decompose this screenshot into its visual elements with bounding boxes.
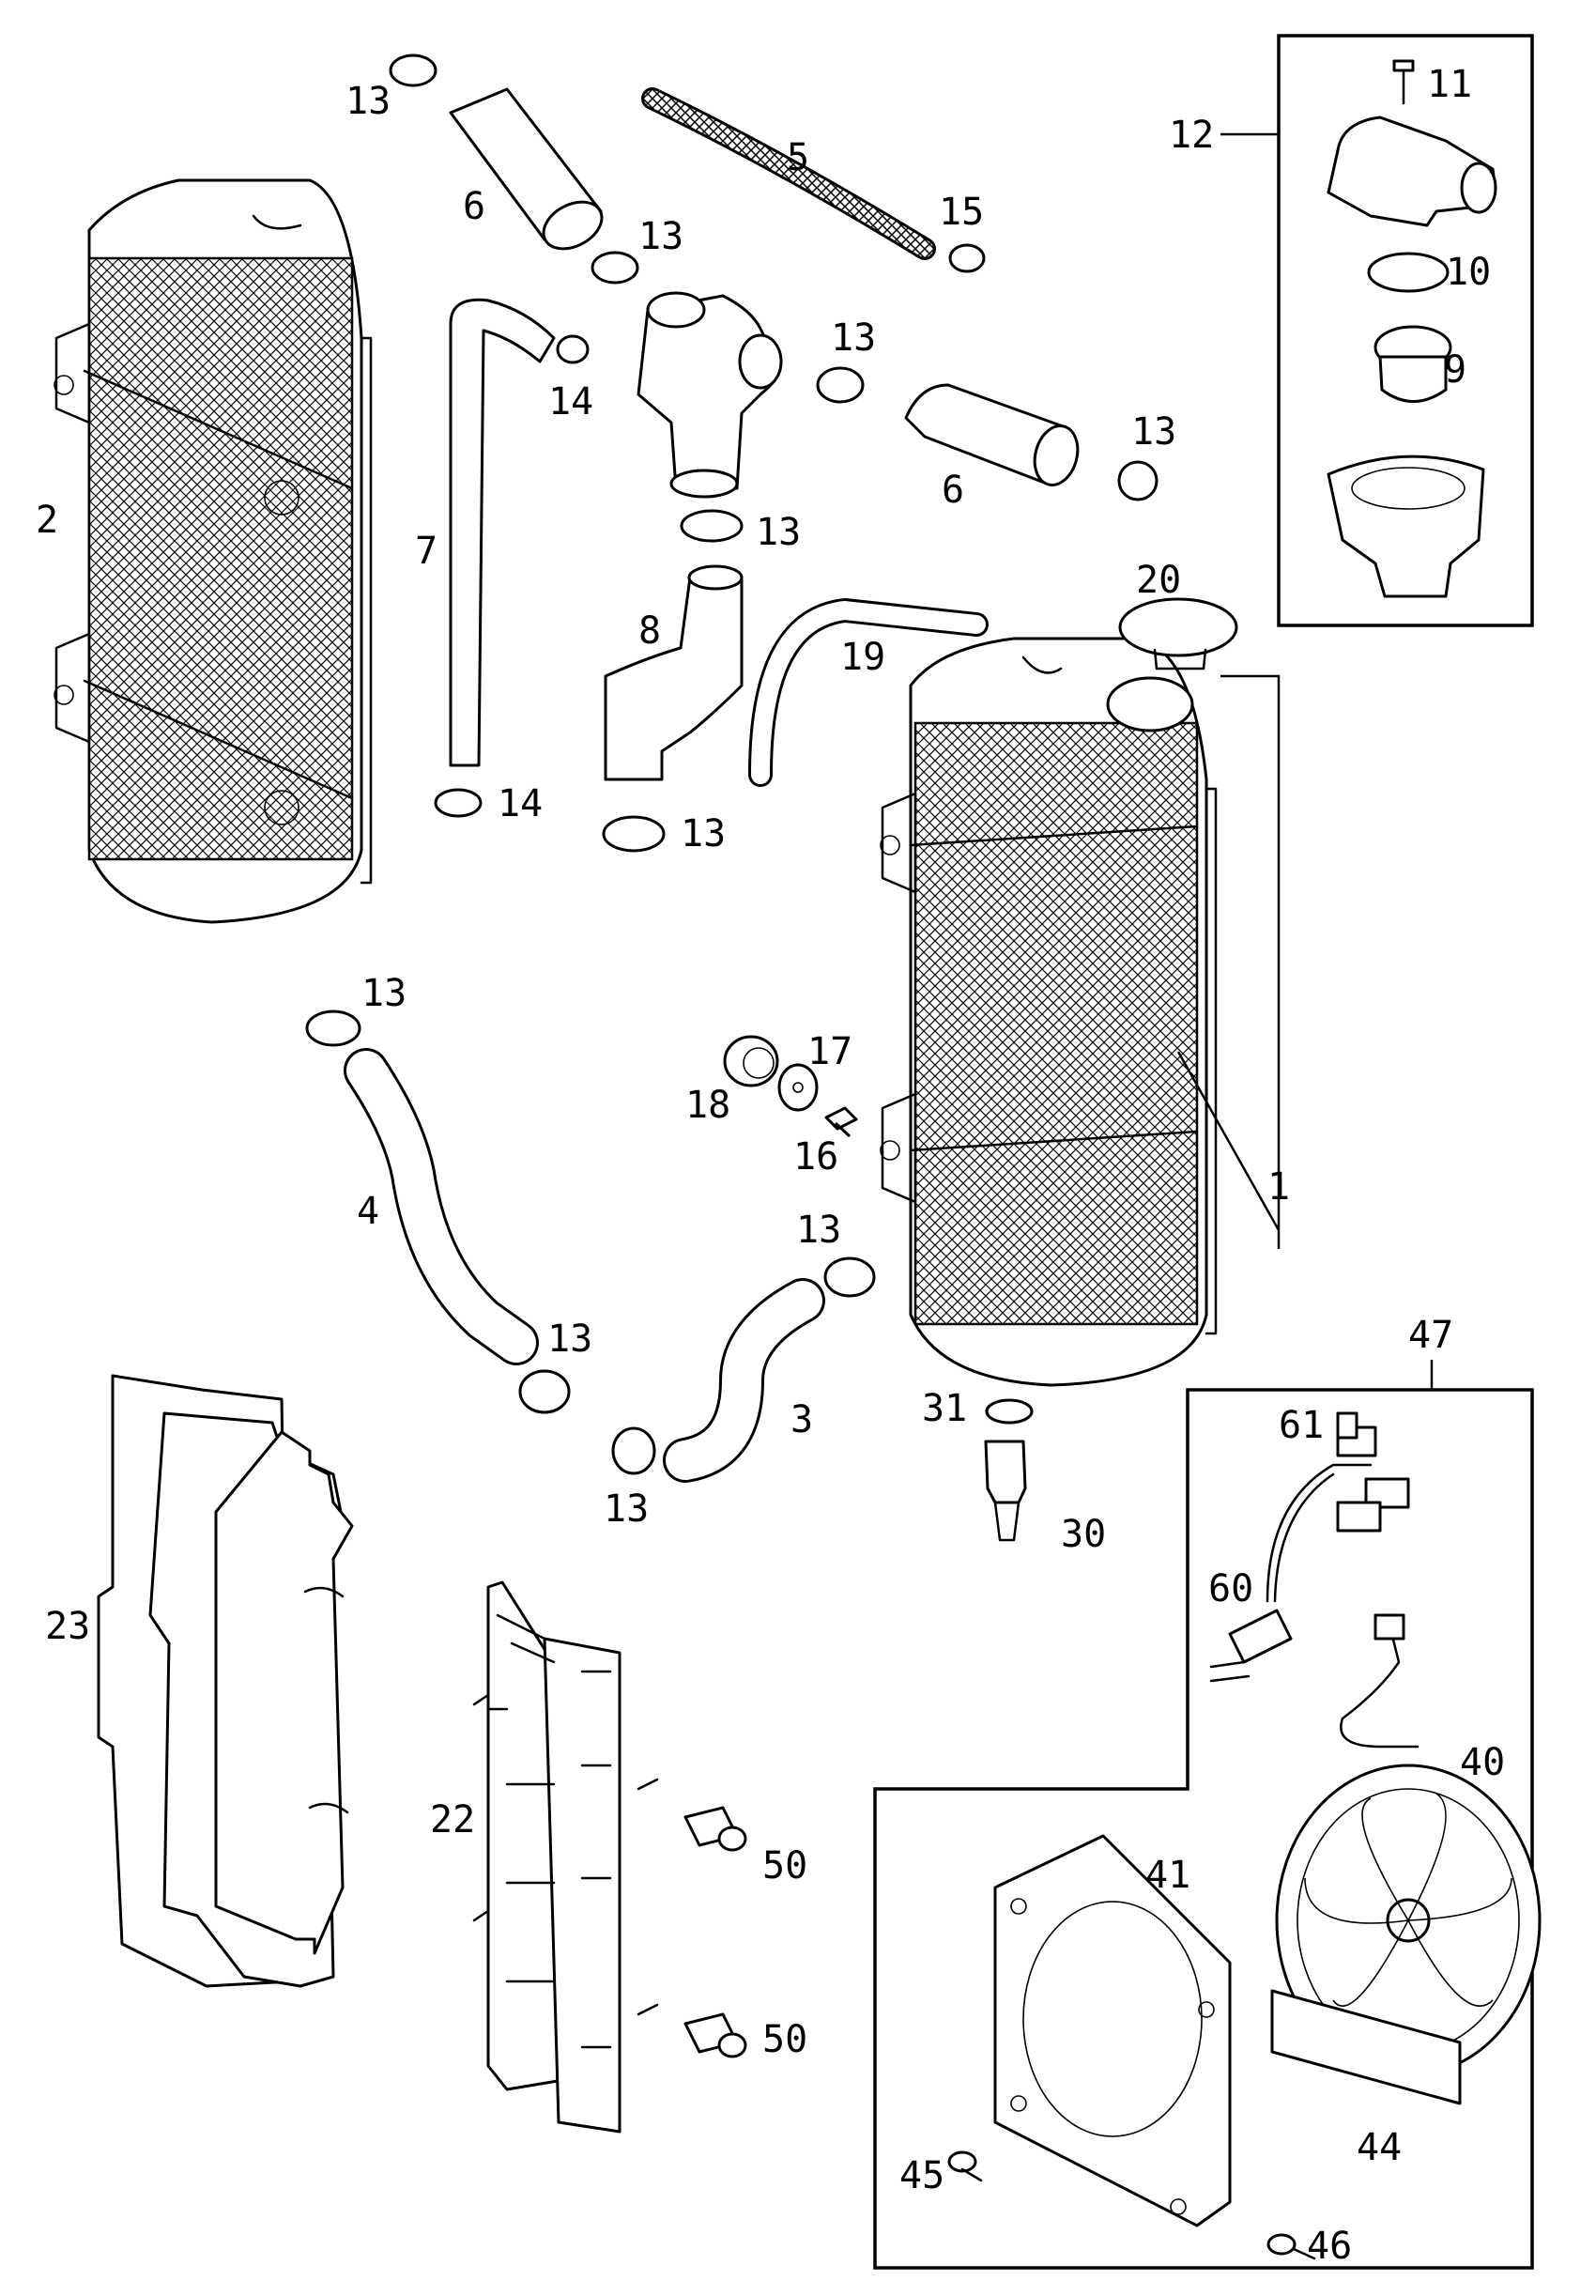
hose-7-icon [449,298,556,767]
callout-13-hose4-top: 13 [361,972,407,1015]
bolt-16-icon [824,1106,858,1138]
screw-45-icon [947,2150,983,2182]
callout-11: 11 [1427,63,1473,106]
thermostat-cover-icon [1327,116,1497,227]
hose-4-icon [346,1051,536,1363]
callout-44: 44 [1357,2126,1403,2169]
callout-23: 23 [45,1605,91,1648]
o-ring-10-icon [1367,252,1450,293]
callout-13-hose8-top: 13 [756,511,802,554]
callout-15: 15 [939,191,985,234]
callout-13-hose8-bottom: 13 [681,812,727,855]
callout-50-upper: 50 [762,1844,808,1888]
radiator-guard-23-icon [97,1374,354,1988]
callout-61: 61 [1279,1404,1325,1447]
hose-6-lower-icon [904,383,1080,486]
callout-10: 10 [1446,251,1492,294]
callout-20: 20 [1136,559,1182,602]
fan-shroud-41-icon [993,1834,1232,2227]
callout-8: 8 [638,609,662,653]
callout-13-top: 13 [345,80,391,123]
hose-19-icon [751,600,986,784]
thermostat-housing-icon [1327,455,1485,598]
callout-3: 3 [790,1398,814,1441]
callout-14-upper: 14 [548,380,594,424]
callout-6-upper: 6 [463,185,486,228]
callout-30: 30 [1061,1513,1107,1556]
fan-cable-60-icon [1209,1425,1410,1683]
hose-clamp-icon [305,54,1159,1475]
thermostat-icon [1373,325,1452,403]
radiator-left-icon [54,178,373,924]
hose-6-upper-icon [449,87,604,251]
callout-47: 47 [1408,1314,1454,1357]
callout-7: 7 [415,530,438,573]
callout-18: 18 [685,1084,731,1127]
callout-41: 41 [1145,1854,1191,1897]
callout-13-hose3-top: 13 [796,1209,842,1252]
callout-46: 46 [1307,2225,1353,2268]
leader-1 [1176,674,1281,1249]
temperature-switch-30-icon [984,1440,1027,1542]
callout-9: 9 [1444,348,1467,392]
fan-plate-44-icon [1270,1989,1462,2105]
rubber-bush-50-lower-icon [683,2012,747,2058]
callout-40: 40 [1460,1741,1506,1784]
callout-13-right: 13 [1131,410,1177,454]
seal-ring-31-icon [985,1398,1034,1425]
rubber-bush-50-upper-icon [683,1806,747,1852]
callout-50-lower: 50 [762,2018,808,2061]
breather-hose-5-icon [644,90,933,257]
callout-19: 19 [840,636,886,679]
washer-17-icon [777,1063,819,1112]
radiator-cap-icon [1118,597,1238,670]
callout-13-hose6: 13 [831,316,877,360]
callout-45: 45 [899,2154,945,2197]
callout-5: 5 [787,136,810,179]
callout-1: 1 [1267,1165,1291,1209]
grommet-18-icon [723,1035,779,1087]
hose-8-icon [604,564,744,781]
callout-22: 22 [430,1798,476,1841]
callout-16: 16 [793,1135,839,1179]
hose-3-icon [666,1281,822,1480]
fan-kit-box [873,1388,1534,2270]
screw-46-icon [1266,2233,1316,2260]
callout-60: 60 [1208,1567,1254,1610]
callout-4: 4 [357,1190,380,1233]
thermostat-kit-box [1277,34,1534,627]
callout-31: 31 [922,1387,968,1430]
callout-2: 2 [36,499,59,542]
screw-11-icon [1392,59,1415,105]
callout-6-lower: 6 [942,469,965,512]
callout-13-pump: 13 [638,215,684,258]
callout-13-hose3-bottom: 13 [604,1487,650,1531]
callout-14-lower: 14 [498,782,544,825]
radiator-right-icon [880,637,1218,1387]
callout-17: 17 [807,1030,853,1073]
radiator-guard-22-icon [472,1580,659,2134]
water-pump-icon [637,291,783,499]
callout-12: 12 [1169,114,1215,157]
fuse-61-icon [1336,1411,1358,1440]
callout-13-hose4-bottom: 13 [547,1318,593,1361]
